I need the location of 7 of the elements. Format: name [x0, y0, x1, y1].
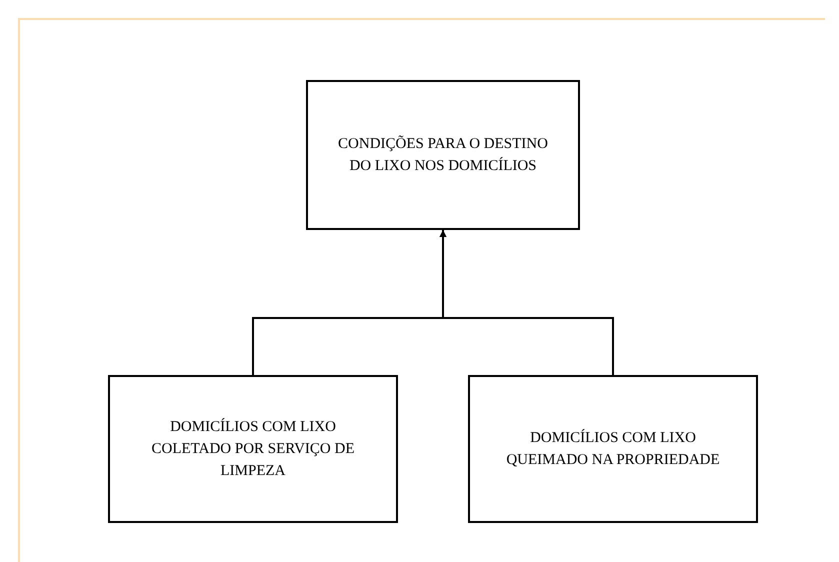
box-text: DOMICÍLIOS COM LIXO QUEIMADO NA PROPRIEDADE — [505, 428, 721, 470]
box-text: CONDIÇÕES PARA O DESTINO DO LIXO NOS DOMICÍLIOS — [337, 134, 549, 176]
text-box — [108, 375, 398, 523]
text-box — [468, 375, 758, 523]
connector-arrow — [440, 230, 614, 375]
text-box — [306, 80, 580, 230]
box-text: DOMICÍLIOS COM LIXO COLETADO POR SERVIÇO DE LIMPEZA — [150, 417, 356, 481]
